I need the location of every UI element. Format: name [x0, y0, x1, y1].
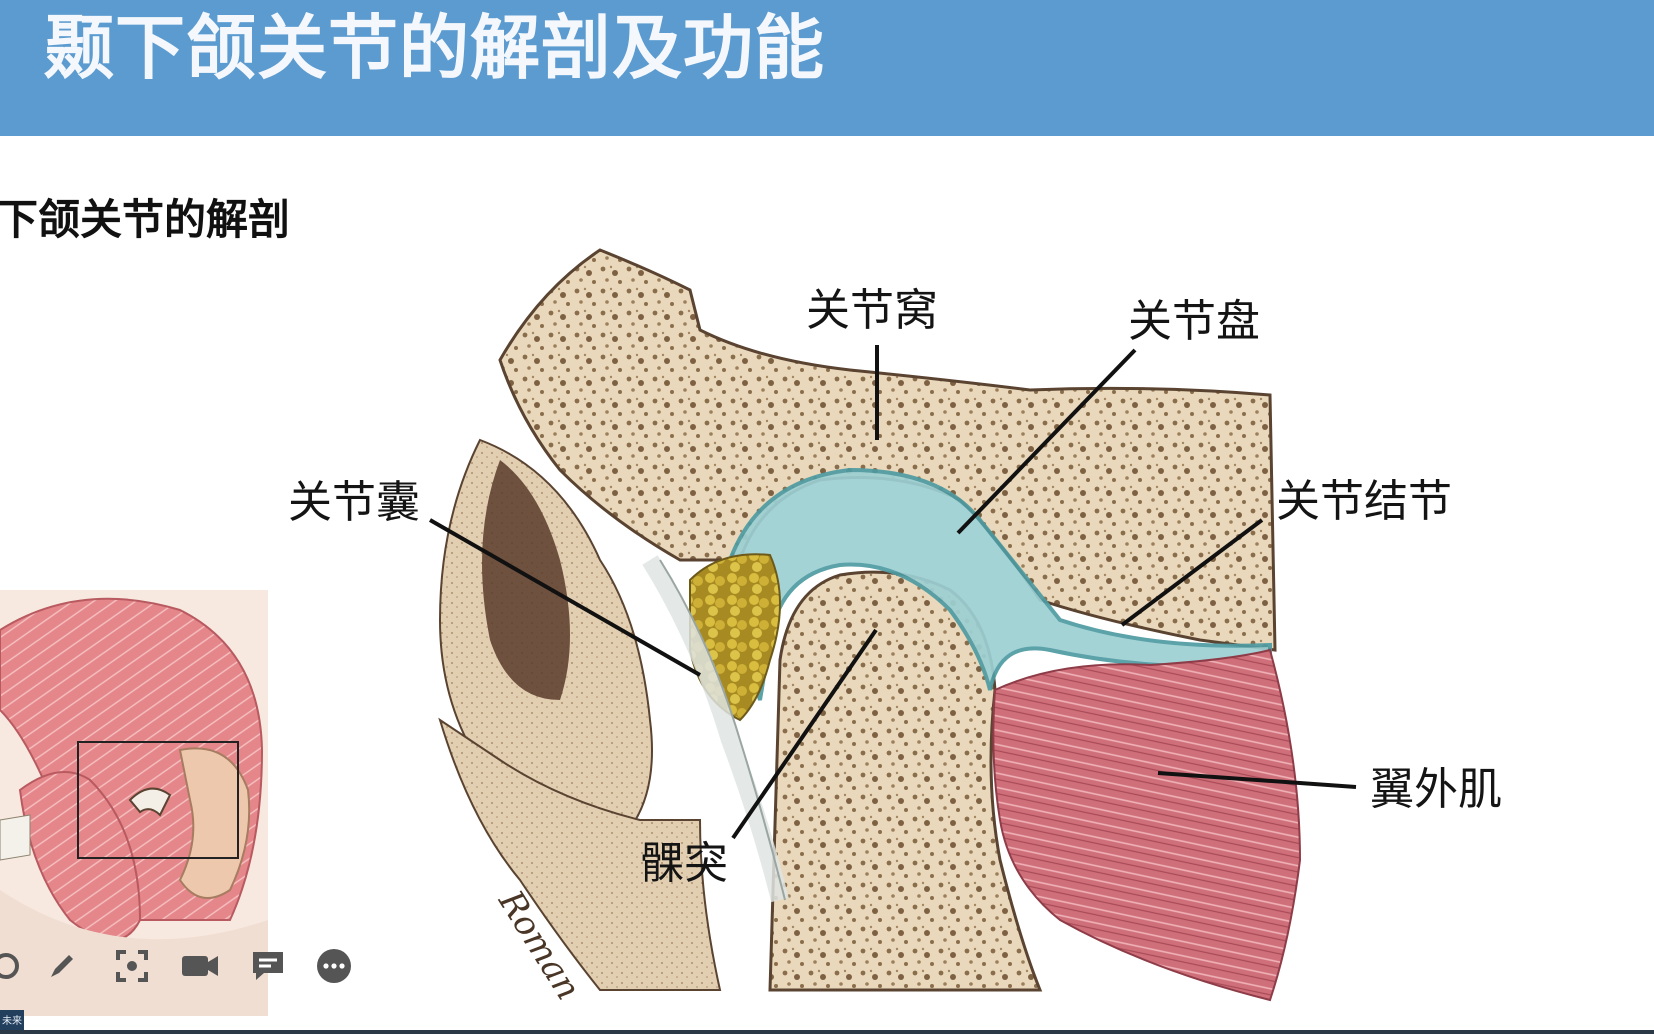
- retrodiscal-fat: [689, 553, 781, 722]
- more-icon[interactable]: [312, 944, 356, 988]
- leader-lateral-pterygoid: [1157, 771, 1357, 789]
- label-lateral-pterygoid: 翼外肌: [1370, 764, 1502, 815]
- title-bar: 颞下颌关节的解剖及功能: [0, 0, 1654, 136]
- ear-canal-shadow: [482, 460, 570, 700]
- articular-disc: [727, 467, 1272, 701]
- circle-icon[interactable]: [0, 944, 28, 988]
- bottom-strip: [0, 1030, 1654, 1034]
- lateral-pterygoid-muscle: [992, 648, 1302, 1002]
- leader-articular-eminence: [1120, 518, 1264, 627]
- label-joint-capsule: 关节囊: [288, 477, 420, 528]
- pen-icon[interactable]: [40, 944, 84, 988]
- label-condyle: 髁突: [640, 838, 728, 889]
- camera-icon[interactable]: [178, 944, 222, 988]
- label-articular-disc: 关节盘: [1128, 296, 1260, 347]
- face-thumbnail: [0, 590, 268, 1016]
- section-heading: 下颌关节的解剖: [0, 195, 291, 244]
- slide-title: 颞下颌关节的解剖及功能: [44, 7, 825, 89]
- leader-articular-disc: [956, 348, 1137, 535]
- video-toolbar: [0, 944, 380, 1004]
- leader-condyle: [731, 628, 878, 840]
- screenshot-icon[interactable]: [110, 944, 154, 988]
- leader-joint-capsule: [429, 518, 701, 677]
- posterior-bone: [438, 717, 722, 991]
- tmj-highlight-box: [77, 741, 239, 859]
- label-glenoid-fossa: 关节窝: [806, 285, 938, 336]
- label-articular-eminence: 关节结节: [1276, 476, 1452, 527]
- joint-capsule-fibers: [642, 555, 789, 903]
- chat-icon[interactable]: [246, 944, 290, 988]
